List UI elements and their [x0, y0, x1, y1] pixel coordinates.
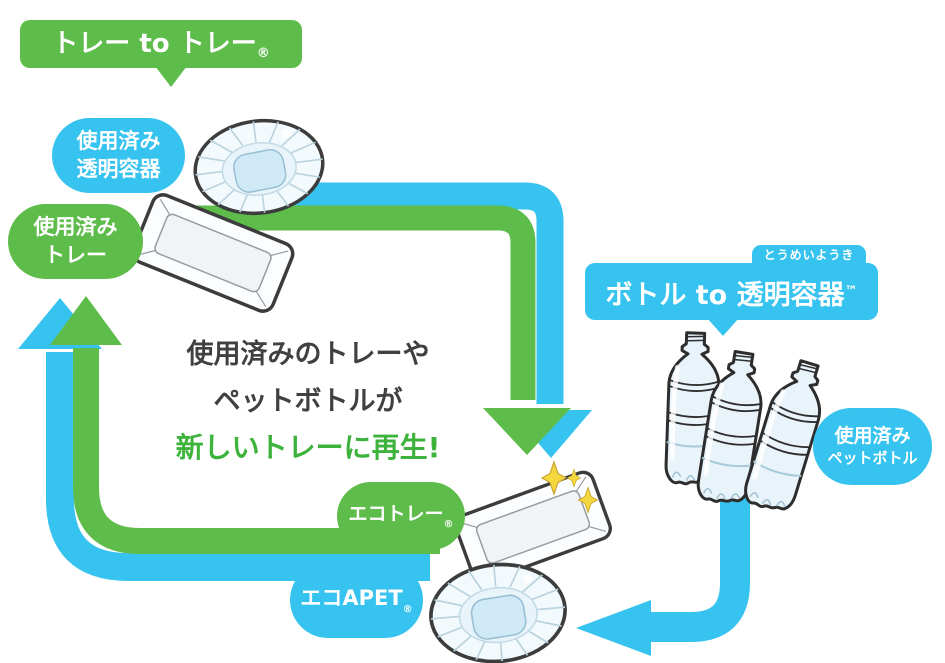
- banner-bottle-to-clear-container: とうめいようき ボトル to 透明容器™: [585, 245, 878, 336]
- message-line-3-highlight: 新しいトレーに再生!: [175, 431, 441, 464]
- registered-mark: ®: [443, 518, 454, 530]
- label-line: 使用済み: [76, 129, 161, 154]
- label-line: ペットボトル: [827, 449, 918, 468]
- banner-tail-pointer: [155, 66, 187, 87]
- message-line-2: ペットボトルが: [213, 386, 403, 417]
- label-line: エコAPET®: [290, 585, 423, 616]
- label-used-tray: 使用済み トレー: [8, 204, 143, 279]
- eco-tray-text: エコトレー: [348, 502, 444, 525]
- registered-mark: ®: [402, 603, 413, 615]
- label-eco-apet: エコAPET®: [290, 562, 423, 638]
- arrow-return-up-green: [50, 296, 440, 554]
- banner-tray-to-tray: トレー to トレー®: [20, 20, 302, 87]
- pet-bottles-illustration: [665, 332, 833, 515]
- label-line: 透明容器: [76, 156, 161, 181]
- banner-tail-pointer: [707, 318, 739, 336]
- center-message: 使用済みのトレーや ペットボトルが 新しいトレーに再生!: [148, 332, 468, 466]
- arrow-top-down-green: [193, 205, 571, 455]
- label-eco-tray: エコトレー®: [337, 482, 465, 550]
- label-line: トレー: [44, 242, 107, 267]
- eco-apet-container-illustration: [425, 557, 571, 663]
- eco-apet-text: エコAPET: [300, 585, 403, 610]
- registered-mark: ®: [256, 46, 270, 61]
- label-line: エコトレー®: [337, 502, 465, 531]
- trademark-mark: ™: [844, 284, 858, 299]
- label-line: 使用済み: [834, 425, 911, 448]
- label-used-clear-container: 使用済み 透明容器: [52, 118, 185, 193]
- arrow-bottles-left-cyan: [576, 452, 750, 656]
- banner-tray-to-tray-label: トレー to トレー: [52, 29, 257, 59]
- label-used-pet-bottle: 使用済み ペットボトル: [813, 408, 932, 485]
- label-line: 使用済み: [33, 215, 118, 240]
- banner-bottle-label: ボトル to 透明容器: [605, 280, 845, 311]
- furigana-label: とうめいようき: [752, 245, 866, 266]
- message-line-1: 使用済みのトレーや: [186, 339, 430, 370]
